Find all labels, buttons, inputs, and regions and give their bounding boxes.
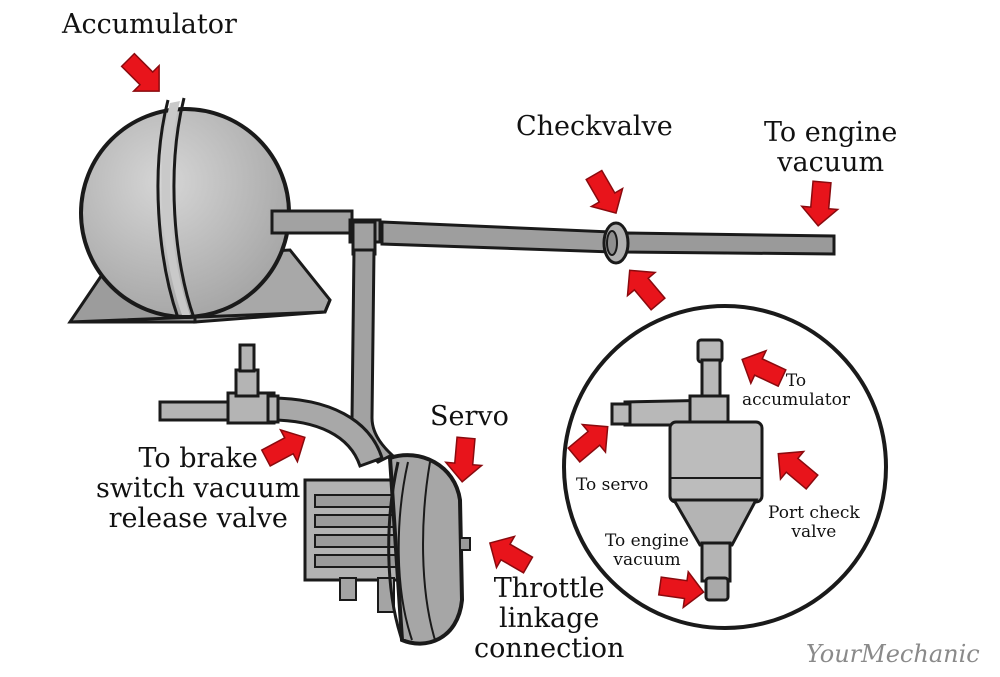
arrow-to-engine-vacuum	[800, 180, 840, 227]
arrow-inset-to-accumulator	[741, 349, 787, 388]
servo	[303, 453, 471, 646]
label-checkvalve: Checkvalve	[516, 111, 673, 142]
arrow-inset-to-servo	[567, 423, 609, 463]
arrow-accumulator	[120, 52, 160, 92]
label-to-engine-vacuum: To engine vacuum	[764, 117, 898, 179]
label-accumulator: Accumulator	[62, 9, 237, 40]
vacuum-hose-main	[270, 209, 836, 256]
label-inset-port-check-valve: Port check valve	[768, 503, 860, 543]
label-throttle-linkage: Throttle linkage connection	[474, 573, 625, 665]
arrow-inset-to-engine-vacuum	[657, 569, 705, 610]
yourmechanic-logo: YourMechanic	[806, 640, 980, 668]
label-inset-to-accumulator: To accumulator	[742, 371, 850, 411]
arrow-brake-switch	[260, 428, 306, 467]
checkvalve	[602, 221, 630, 265]
brake-switch-fitting	[158, 343, 384, 468]
arrow-checkvalve-inset	[626, 269, 666, 311]
inset-detail-circle	[562, 304, 888, 630]
label-inset-to-servo: To servo	[576, 475, 649, 495]
arrow-inset-port-check-valve	[777, 450, 819, 490]
accumulator-sphere	[79, 97, 291, 319]
arrow-checkvalve	[585, 169, 624, 215]
label-servo: Servo	[430, 401, 509, 432]
label-inset-to-engine-vacuum: To engine vacuum	[605, 531, 689, 571]
arrow-servo	[444, 436, 484, 483]
label-to-brake-switch: To brake switch vacuum release valve	[96, 443, 301, 535]
arrow-throttle-linkage	[488, 535, 534, 574]
